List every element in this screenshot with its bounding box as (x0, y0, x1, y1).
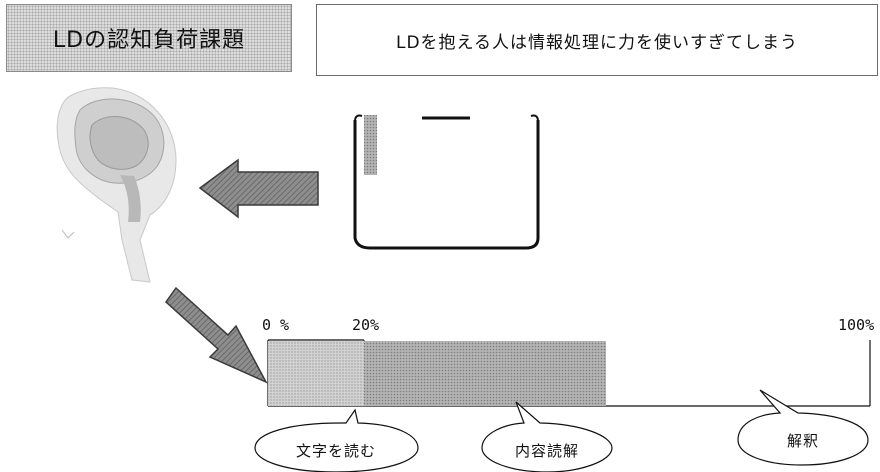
book-icon (353, 114, 540, 250)
scale-label-start: 0 % (262, 316, 290, 334)
diagram-title: LDの認知負荷課題 (6, 4, 292, 72)
callout-comprehension (481, 401, 613, 472)
scale-label-end: 100% (838, 316, 875, 334)
callout-label-reading: 文字を読む (295, 442, 376, 460)
scale-label-mid: 20% (352, 316, 380, 334)
callout-interpretation (737, 389, 869, 466)
callout-label-comprehension: 内容読解 (514, 442, 579, 460)
diagram-subtitle: LDを抱える人は情報処理に力を使いすぎてしまう (316, 4, 878, 76)
bar-segment-reading (268, 341, 364, 406)
bar-segment-comprehension (364, 341, 606, 406)
callout-label-interpretation: 解釈 (786, 432, 819, 450)
brain-to-bar-arrow (165, 286, 268, 384)
book-to-brain-arrow (198, 158, 319, 219)
callout-reading (254, 408, 419, 472)
brain-head-icon (56, 87, 177, 283)
